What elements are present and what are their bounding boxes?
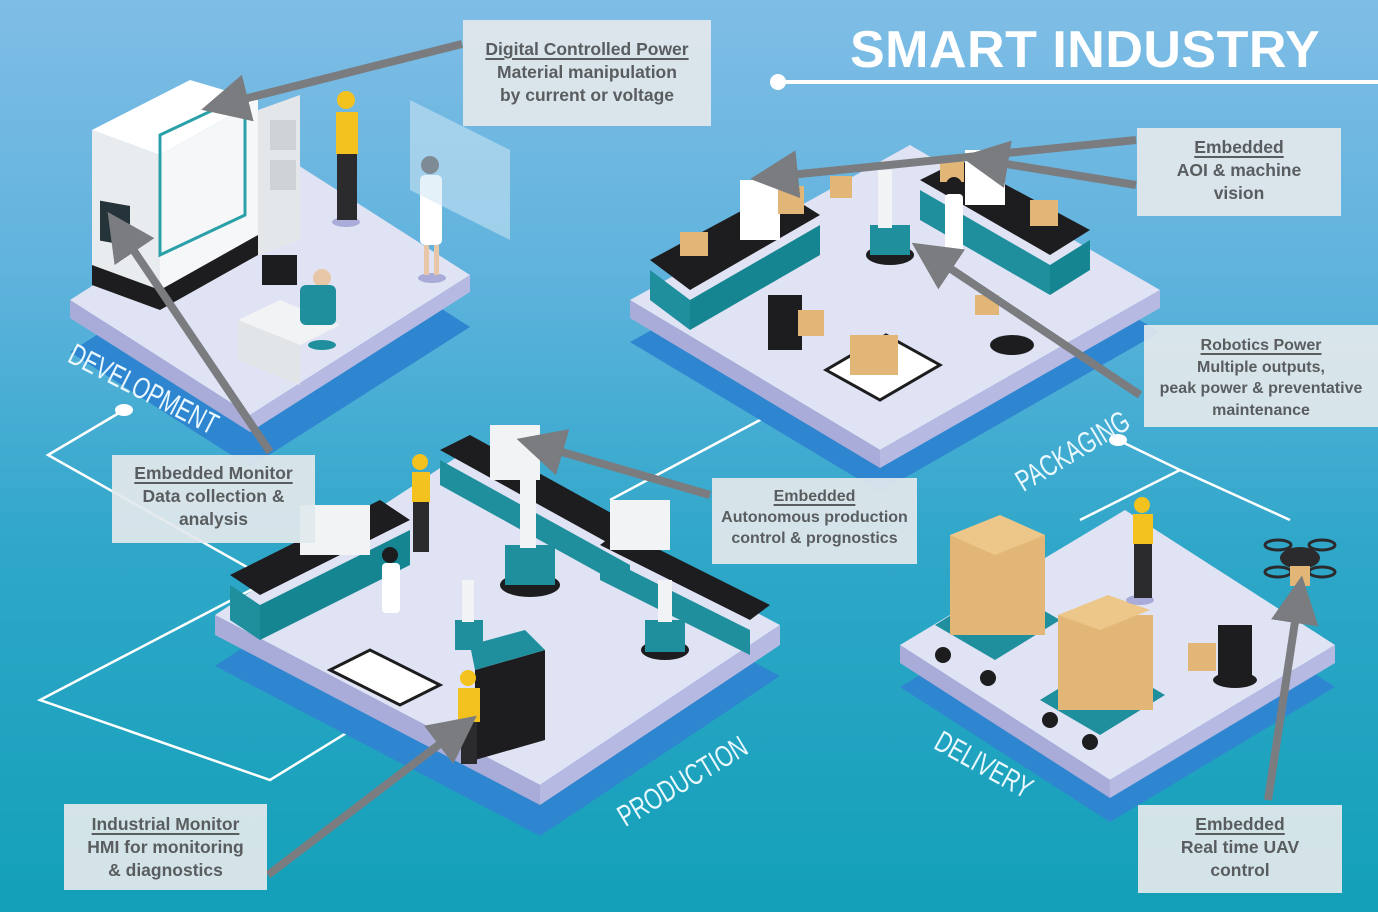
platform-delivery: [900, 497, 1337, 822]
callout-line: control & prognostics: [731, 530, 898, 547]
callout-digital-controlled-power: Digital Controlled Power Material manipu…: [463, 20, 711, 126]
callout-heading: Embedded: [773, 488, 856, 505]
callout-industrial-monitor: Industrial Monitor HMI for monitoring & …: [64, 804, 267, 890]
callout-line: by current or voltage: [499, 85, 675, 105]
callout-line: & diagnostics: [108, 860, 223, 880]
callout-line: analysis: [178, 509, 249, 529]
callout-aoi-machine-vision: Embedded AOI & machine vision: [1137, 128, 1341, 216]
callout-autonomous-production: Embedded Autonomous production control &…: [712, 478, 917, 564]
pointer-arrows: [107, 40, 1319, 879]
network-dots: [115, 404, 1127, 446]
drone: [1263, 538, 1337, 586]
callout-robotics-power: Robotics Power Multiple outputs, peak po…: [1144, 325, 1378, 427]
callout-line: AOI & machine: [1176, 160, 1302, 180]
callout-heading: Embedded: [1195, 814, 1285, 834]
callout-line: HMI for monitoring: [87, 837, 244, 857]
callout-uav-control: Embedded Real time UAV control: [1138, 805, 1342, 893]
callout-line: Multiple outputs,: [1197, 358, 1325, 376]
callout-embedded-monitor: Embedded Monitor Data collection & analy…: [112, 455, 315, 543]
platform-development: [70, 80, 510, 467]
callout-heading: Industrial Monitor: [91, 814, 240, 834]
callout-heading: Embedded Monitor: [134, 463, 293, 483]
title-underline: [778, 80, 1378, 84]
callout-line: maintenance: [1212, 401, 1310, 419]
callout-heading: Embedded: [1194, 137, 1284, 157]
callout-line: Material manipulation: [497, 62, 677, 82]
callout-line: control: [1210, 860, 1270, 880]
callout-line: Data collection &: [142, 486, 285, 506]
callout-line: Autonomous production: [721, 509, 908, 526]
callout-line: peak power & preventative: [1159, 380, 1363, 397]
page-title: SMART INDUSTRY: [850, 21, 1321, 79]
platform-packaging: [630, 145, 1160, 492]
callout-line: vision: [1213, 183, 1265, 203]
callout-heading: Robotics Power: [1200, 337, 1322, 354]
callout-line: Real time UAV: [1180, 837, 1300, 857]
callout-heading: Digital Controlled Power: [485, 39, 689, 59]
